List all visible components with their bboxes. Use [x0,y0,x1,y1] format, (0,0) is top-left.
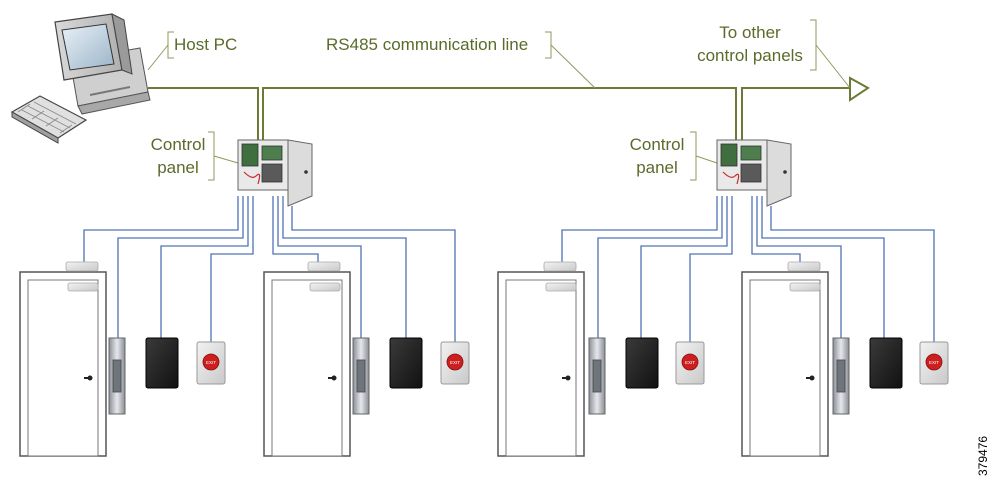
door-sensor-3-icon [543,261,577,292]
control-panel-label-1-line1: Control [151,135,206,154]
callout-leaders [147,19,851,181]
host-pc-icon [10,13,151,144]
card-reader-4-icon [869,337,903,389]
exit-button-3-icon: EXIT [675,341,705,385]
device-wires-group-2 [561,196,935,342]
device-wires-group-1 [83,196,456,342]
to-other-label-line2: control panels [697,46,803,65]
door-strike-3-icon [588,337,606,415]
control-panel-2-icon [716,139,792,207]
control-panel-label-2-line1: Control [630,135,685,154]
exit-text-4: EXIT [929,360,939,365]
card-reader-2-icon [389,337,423,389]
control-panel-label-2-line2: panel [636,158,678,177]
host-pc-label: Host PC [174,35,237,54]
door-1-icon [19,271,107,457]
door-strike-1-icon [108,337,126,415]
card-reader-3-icon [625,337,659,389]
door-strike-4-icon [832,337,850,415]
control-panel-1-icon [237,139,313,207]
exit-button-1-icon: EXIT [196,341,226,385]
rs485-bus-lines [148,87,850,140]
exit-button-4-icon: EXIT [919,341,949,385]
door-4-icon [741,271,829,457]
door-strike-2-icon [352,337,370,415]
card-reader-1-icon [145,337,179,389]
to-other-label-line1: To other [719,23,781,42]
door-sensor-1-icon [65,261,99,292]
rs485-label: RS485 communication line [326,35,528,54]
exit-button-2-icon: EXIT [440,341,470,385]
figure-id: 379476 [976,436,990,476]
door-sensor-2-icon [307,261,341,292]
door-3-icon [497,271,585,457]
door-sensor-4-icon [787,261,821,292]
arrow-to-other-panels-icon [849,76,870,102]
control-panel-label-1-line2: panel [157,158,199,177]
exit-text-3: EXIT [685,360,695,365]
exit-text-2: EXIT [450,360,460,365]
exit-text-1: EXIT [206,360,216,365]
door-2-icon [263,271,351,457]
